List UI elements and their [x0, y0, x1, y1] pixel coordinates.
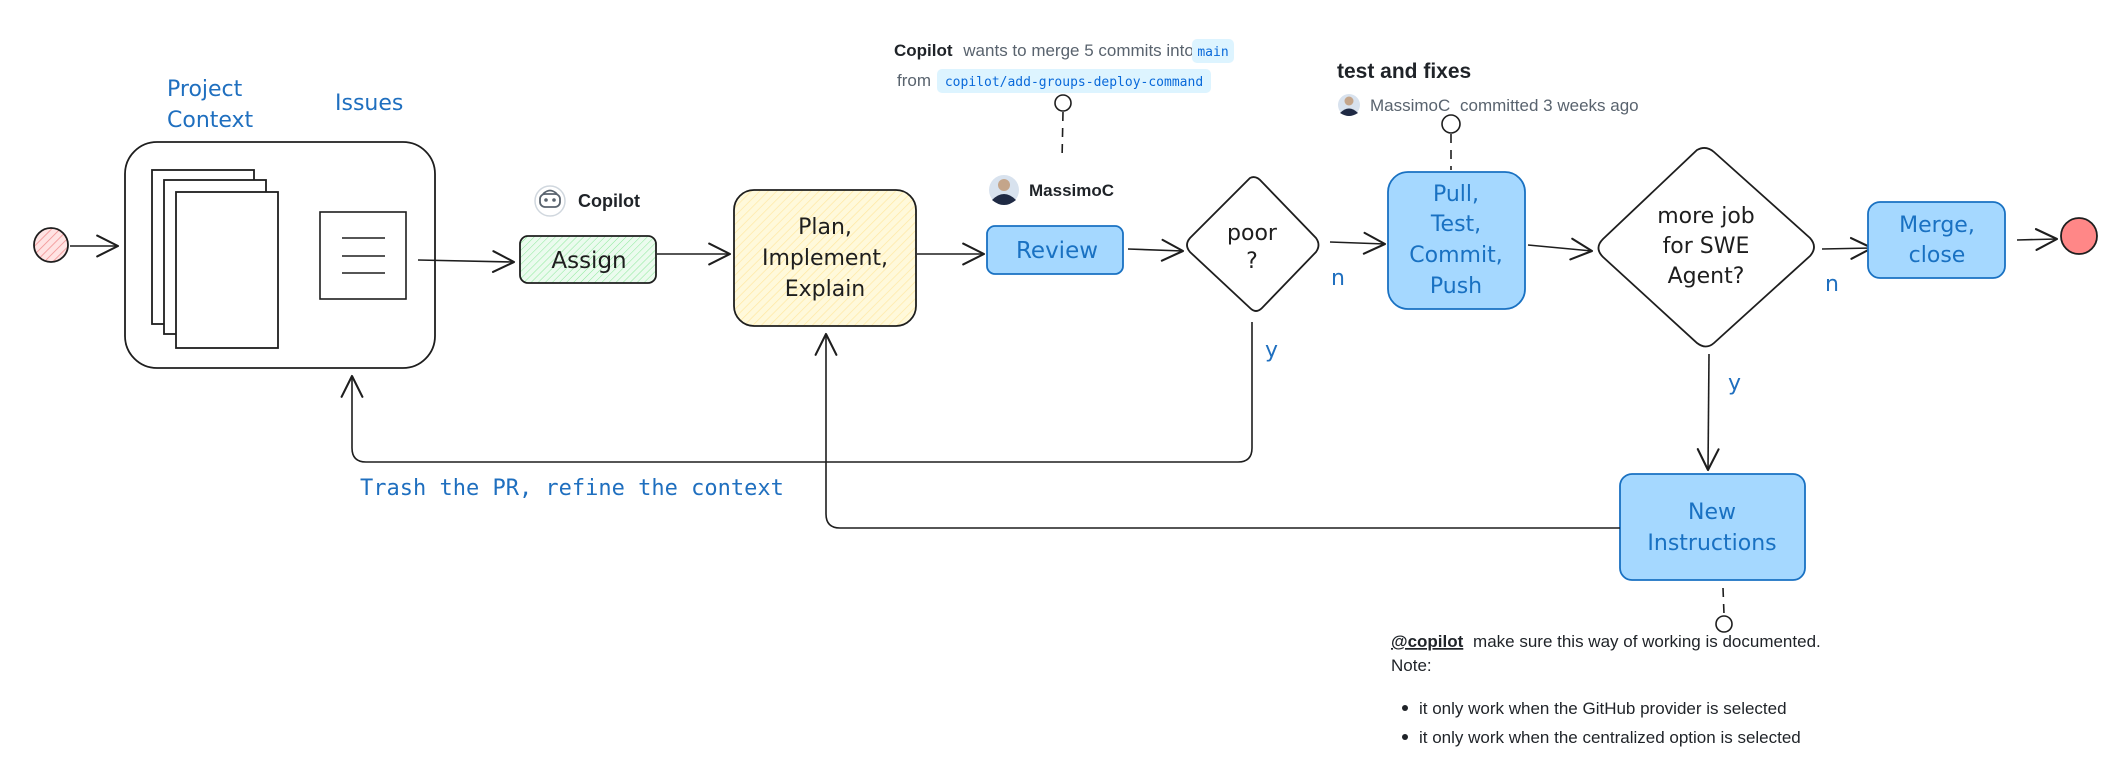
reviewer-name: MassimoC — [1029, 181, 1114, 200]
copilot-icon — [539, 189, 561, 208]
pull-label-3: Commit, — [1409, 243, 1502, 268]
edge-label-n-2: n — [1825, 272, 1839, 297]
pr-merge-note: Copilot wants to merge 5 commits into ma… — [894, 39, 1234, 93]
end-node — [2060, 217, 2098, 255]
arrow-merge-to-end — [2016, 228, 2059, 251]
pr-note-text: wants to merge 5 commits into — [962, 41, 1194, 60]
poor-label-2: ? — [1246, 249, 1258, 274]
pr-author: Copilot — [894, 41, 953, 60]
comment-note-connector — [1715, 615, 1733, 633]
arrow-morejob-yes-to-new-instructions — [1696, 353, 1720, 472]
morejob-label-1: more job — [1657, 204, 1755, 229]
plan-label-3: Explain — [785, 277, 866, 302]
head-branch-chip — [937, 69, 1211, 93]
pull-label-1: Pull, — [1433, 182, 1479, 207]
base-branch-chip — [1192, 39, 1234, 63]
document-stack-icon — [151, 169, 279, 349]
comment-bullet-2: it only work when the centralized option… — [1419, 728, 1801, 747]
merge-label-1: Merge, — [1899, 213, 1975, 238]
merge-label-2: close — [1909, 243, 1966, 268]
commit-meta-line: MassimoC committed 3 weeks ago — [1370, 96, 1639, 115]
merge-close-node — [1867, 201, 2006, 279]
poor-decision-node — [1186, 176, 1320, 312]
arrow-poor-yes-to-context — [340, 322, 1253, 463]
plan-label-1: Plan, — [798, 215, 852, 240]
label-project-context-2: Context — [167, 108, 254, 133]
edge-label-n-1: n — [1331, 266, 1345, 291]
pr-from-label: from — [897, 71, 931, 90]
review-label: Review — [1016, 238, 1098, 264]
arrow-review-to-poor — [1127, 238, 1185, 262]
more-job-decision-node — [1597, 147, 1815, 348]
comment-bullet-1: it only work when the GitHub provider is… — [1419, 699, 1787, 718]
assign-node — [519, 235, 657, 284]
trash-pr-label: Trash the PR, refine the context — [360, 476, 784, 501]
pull-test-commit-push-node — [1387, 171, 1526, 310]
arrow-new-instructions-to-plan — [814, 332, 1620, 529]
pull-label-4: Push — [1430, 274, 1482, 299]
commit-author-avatar — [1338, 94, 1360, 116]
morejob-label-3: Agent? — [1668, 264, 1745, 289]
comment-note-label: Note: — [1391, 656, 1432, 675]
arrow-pull-to-morejob — [1527, 237, 1594, 261]
commit-meta: committed 3 weeks ago — [1460, 96, 1639, 115]
assign-label: Assign — [551, 248, 626, 274]
head-branch-name: copilot/add-groups-deploy-command — [945, 75, 1203, 90]
label-project-context-1: Project — [167, 77, 243, 102]
commit-author: MassimoC — [1370, 96, 1450, 115]
commit-note: test and fixes MassimoC committed 3 week… — [1337, 60, 1639, 116]
morejob-label-2: for SWE — [1663, 234, 1750, 259]
review-node — [986, 225, 1124, 275]
bullet-dot — [1402, 705, 1408, 711]
label-issues: Issues — [335, 91, 403, 116]
comment-note: @copilot make sure this way of working i… — [1391, 632, 1821, 747]
comment-mention[interactable]: @copilot — [1391, 632, 1464, 651]
commit-note-connector — [1441, 114, 1461, 134]
poor-label-1: poor — [1227, 221, 1278, 246]
copilot-avatar — [534, 185, 566, 217]
copilot-name: Copilot — [578, 191, 640, 211]
arrow-context-to-assign — [417, 250, 516, 274]
reviewer-avatar — [989, 175, 1019, 205]
pull-label-2: Test, — [1430, 212, 1481, 237]
pr-note-line1: Copilot wants to merge 5 commits into — [894, 41, 1194, 60]
bullet-dot — [1402, 734, 1408, 740]
arrow-morejob-no-to-merge — [1821, 236, 1874, 260]
base-branch-name: main — [1197, 45, 1228, 60]
edge-label-y-1: y — [1265, 338, 1278, 363]
comment-line: @copilot make sure this way of working i… — [1391, 632, 1821, 651]
pr-note-connector — [1054, 94, 1072, 112]
new-instr-label-1: New — [1688, 500, 1736, 525]
commit-title: test and fixes — [1337, 60, 1471, 83]
new-instr-label-2: Instructions — [1647, 531, 1776, 556]
arrow-poor-no-to-pull — [1329, 231, 1387, 255]
plan-label-2: Implement, — [762, 246, 888, 271]
new-instructions-node — [1619, 473, 1806, 581]
start-node — [33, 227, 69, 263]
plan-implement-explain-node — [733, 189, 917, 327]
comment-text: make sure this way of working is documen… — [1473, 632, 1821, 651]
issue-list-icon — [319, 211, 407, 300]
edge-label-y-2: y — [1728, 371, 1741, 396]
